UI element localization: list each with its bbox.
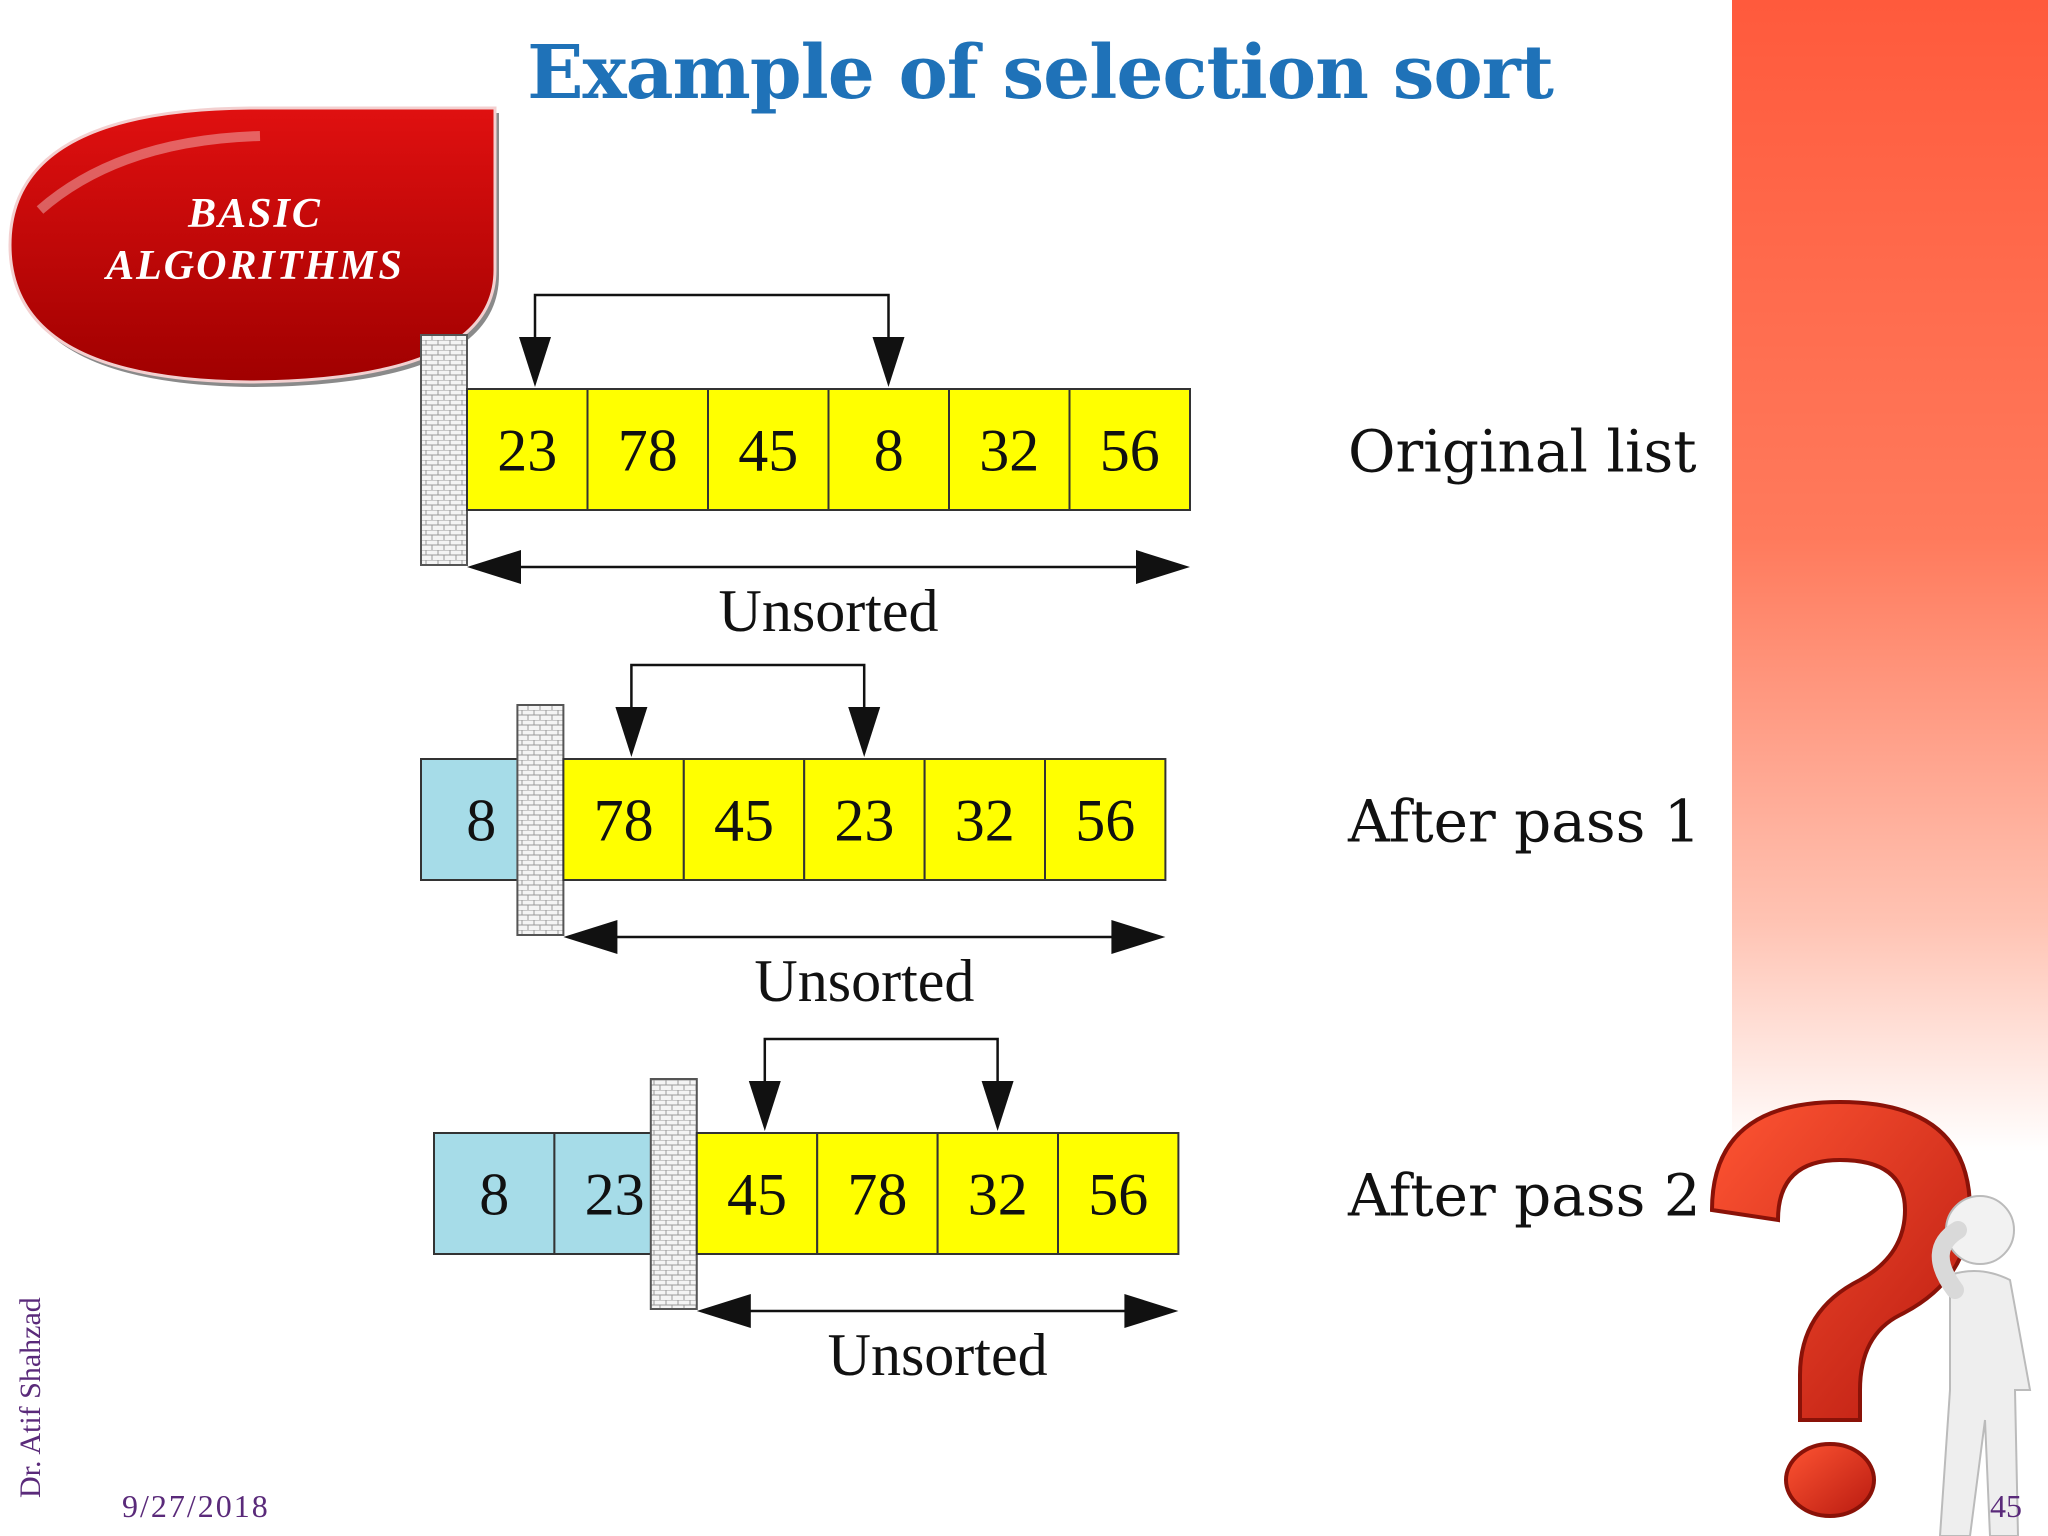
author-name: Dr. Atif Shahzad	[14, 1297, 47, 1498]
badge-label: BASIC ALGORITHMS	[60, 188, 450, 292]
page-number: 45	[1990, 1488, 2022, 1524]
swap-arrowhead	[872, 337, 905, 387]
unsorted-cell-value: 45	[727, 1162, 787, 1228]
unsorted-cell-value: 56	[1088, 1162, 1148, 1228]
unsorted-label: Unsorted	[719, 578, 939, 644]
row-label: After pass 2	[1347, 1162, 1701, 1230]
unsorted-cell-value: 23	[834, 788, 894, 854]
badge-shape	[8, 106, 499, 387]
unsorted-cell	[1057, 1132, 1180, 1255]
unsorted-cell	[1044, 758, 1167, 881]
unsorted-cell	[827, 388, 950, 511]
swap-arrowhead	[848, 707, 881, 757]
unsorted-cell-value: 32	[955, 788, 1015, 854]
range-arrowhead-left	[563, 920, 618, 954]
row-label: After pass 1	[1347, 788, 1701, 856]
range-arrowhead-right	[1111, 920, 1166, 954]
unsorted-cell-value: 32	[968, 1162, 1028, 1228]
range-arrowhead-left	[696, 1294, 751, 1328]
unsorted-cell-value: 56	[1075, 788, 1135, 854]
wall-icon	[649, 1078, 698, 1310]
unsorted-cell	[682, 758, 806, 881]
unsorted-cell	[466, 388, 589, 511]
unsorted-cell	[923, 758, 1046, 881]
swap-connector	[630, 663, 866, 711]
unsorted-cell	[803, 758, 926, 881]
row-label: Original list	[1348, 418, 1697, 486]
swap-arrowhead	[981, 1081, 1014, 1131]
question-mark-figure-icon	[1709, 1099, 2032, 1536]
unsorted-cell	[695, 1132, 819, 1255]
unsorted-cell-value: 32	[979, 418, 1039, 484]
unsorted-cell-value: 56	[1100, 418, 1160, 484]
unsorted-label: Unsorted	[754, 948, 974, 1014]
badge-line-2: ALGORITHMS	[106, 243, 404, 289]
unsorted-cell-value: 78	[618, 418, 678, 484]
range-arrowhead-right	[1124, 1294, 1179, 1328]
unsorted-label: Unsorted	[828, 1322, 1048, 1388]
unsorted-cell-value: 78	[847, 1162, 907, 1228]
unsorted-cell-value: 45	[738, 418, 798, 484]
sorted-cell-value: 8	[479, 1162, 509, 1228]
unsorted-cell	[936, 1132, 1059, 1255]
swap-arrowhead	[519, 337, 551, 387]
unsorted-cell	[1068, 388, 1191, 511]
unsorted-cell	[948, 388, 1071, 511]
sorted-cell	[433, 1132, 556, 1255]
slide-title: Example of selection sort	[527, 30, 1554, 116]
unsorted-cell	[562, 758, 685, 881]
wall-icon	[420, 334, 468, 566]
unsorted-cell-value: 8	[874, 418, 904, 484]
swap-connector	[533, 293, 890, 341]
swap-arrowhead	[615, 707, 648, 757]
badge-line-1: BASIC	[188, 191, 322, 237]
swap-arrowhead	[748, 1081, 781, 1131]
unsorted-cell-value: 45	[714, 788, 774, 854]
sorted-cell-value: 23	[585, 1162, 645, 1228]
sorted-cell-value: 8	[466, 788, 496, 854]
range-arrowhead-left	[467, 550, 521, 584]
unsorted-cell-value: 78	[594, 788, 654, 854]
unsorted-cell-value: 23	[497, 418, 557, 484]
range-arrowhead-right	[1136, 550, 1190, 584]
unsorted-cell	[707, 388, 830, 511]
wall-icon	[516, 704, 565, 936]
swap-connector	[763, 1037, 999, 1085]
slide-date: 9/27/2018	[122, 1488, 270, 1524]
unsorted-cell	[816, 1132, 939, 1255]
